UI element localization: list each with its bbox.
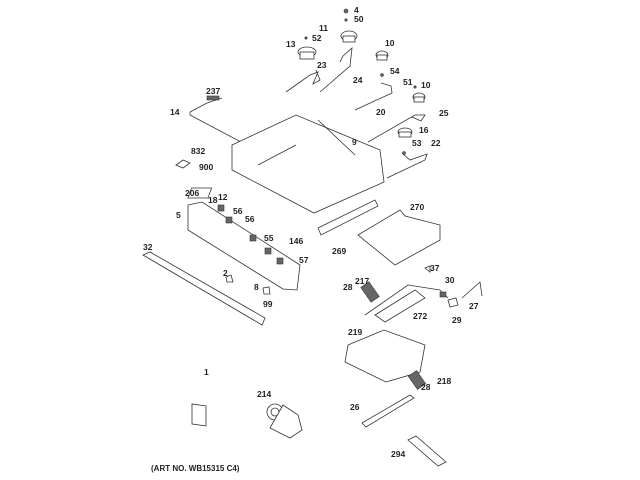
part-label-2: 2 [223,268,228,278]
tube-20[interactable] [354,82,393,111]
part-label-16: 16 [419,125,429,135]
part-label-27: 27 [469,301,479,311]
igniter-218[interactable] [407,370,427,390]
part-label-219: 219 [348,327,363,337]
part-label-25: 25 [439,108,449,118]
part-label-32: 32 [143,242,153,252]
part-label-29: 29 [452,315,462,325]
shield-270[interactable] [357,209,441,266]
part-label-55: 55 [264,233,274,243]
part-label-23: 23 [317,60,327,70]
part-label-51: 51 [403,77,413,87]
part-label-832: 832 [191,146,206,156]
screw-52[interactable] [304,36,308,40]
part-99[interactable] [262,286,271,295]
part-label-56a: 56 [233,206,243,216]
part-label-10b: 10 [421,80,431,90]
part-label-56b: 56 [245,214,255,224]
broil-burner-26[interactable] [361,394,415,428]
tube-24[interactable] [319,47,353,93]
valves[interactable] [217,204,284,265]
manual-1[interactable] [191,403,207,427]
burner-head-13[interactable] [297,46,317,60]
part-label-24: 24 [353,75,363,85]
part-label-57: 57 [299,255,309,265]
part-label-30: 30 [445,275,455,285]
part-label-237: 237 [206,86,221,96]
orifice-237[interactable] [206,95,220,101]
part-label-99: 99 [263,299,273,309]
part-label-272: 272 [413,311,428,321]
tube-23[interactable] [285,69,321,93]
burner-box-9[interactable] [231,114,385,214]
part-label-294: 294 [391,449,406,459]
screw-50[interactable] [344,18,348,22]
part-label-9: 9 [352,137,357,147]
part-label-26: 26 [350,402,360,412]
part-label-54: 54 [390,66,400,76]
part-label-270: 270 [410,202,425,212]
part-label-10: 10 [385,38,395,48]
burner-head-10-top[interactable] [375,50,389,61]
part-label-37: 37 [430,263,440,273]
valve-214[interactable] [266,403,303,439]
part-label-50: 50 [354,14,364,24]
art-number: (ART NO. WB15315 C4) [151,464,240,473]
burner-head-16[interactable] [397,127,413,138]
screw-54[interactable] [380,73,384,77]
part-294[interactable] [407,435,447,467]
part-label-218: 218 [437,376,452,386]
burner-head-10-right[interactable] [412,92,426,103]
screw-53[interactable] [402,151,406,155]
part-label-900: 900 [199,162,214,172]
part-2[interactable] [225,274,234,283]
part-label-206: 206 [185,188,200,198]
burner-head-11[interactable] [340,30,358,43]
part-label-1: 1 [204,367,209,377]
part-label-217: 217 [355,276,370,286]
trim-32[interactable] [142,251,266,326]
igniter-217[interactable] [360,281,380,303]
part-label-12: 12 [218,192,228,202]
part-label-22: 22 [431,138,441,148]
part-label-28: 28 [343,282,353,292]
part-label-52: 52 [312,33,322,43]
screw-51[interactable] [413,85,417,89]
part-label-20: 20 [376,107,386,117]
rail-269[interactable] [317,199,379,236]
part-label-28b: 28 [421,382,431,392]
part-label-18: 18 [208,195,218,205]
part-30[interactable] [439,291,447,298]
part-label-4: 4 [354,5,359,15]
screw-4[interactable] [343,8,349,14]
part-37[interactable] [424,265,431,273]
broil-shield-219[interactable] [344,329,426,383]
tube-27[interactable] [461,281,483,299]
part-label-14: 14 [170,107,180,117]
part-label-146: 146 [289,236,304,246]
manifold-panel-5[interactable] [187,201,301,291]
part-label-13: 13 [286,39,296,49]
oven-burner-272[interactable] [374,289,426,323]
part-label-11: 11 [319,23,328,33]
part-label-214: 214 [257,389,272,399]
part-29[interactable] [447,297,459,308]
part-label-53: 53 [412,138,422,148]
tube-22[interactable] [386,153,428,179]
part-label-269: 269 [332,246,347,256]
part-label-5: 5 [176,210,181,220]
tube-25[interactable] [367,114,426,143]
bracket-900[interactable] [175,159,191,169]
part-label-8: 8 [254,282,259,292]
